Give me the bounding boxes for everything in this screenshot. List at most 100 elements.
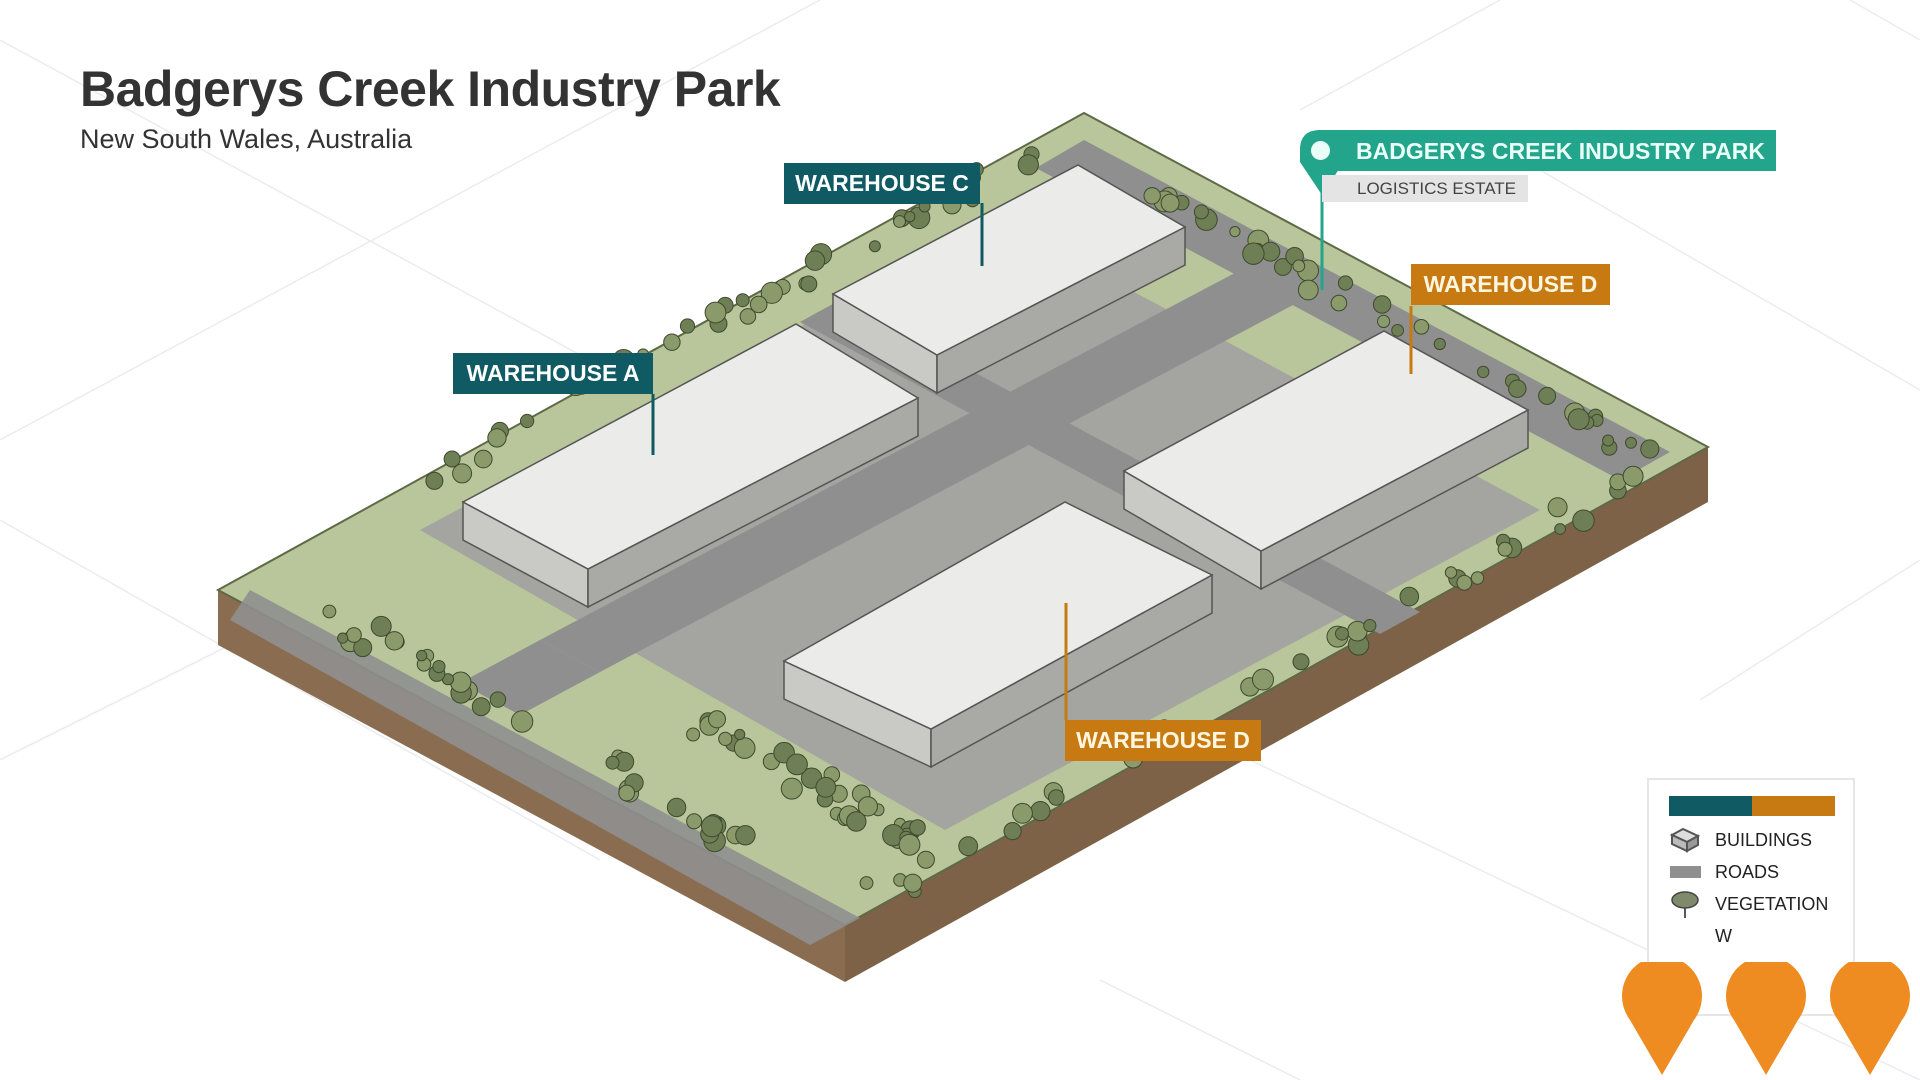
tree (804, 250, 826, 271)
tree (739, 308, 757, 325)
tree (322, 604, 337, 619)
tree (857, 796, 879, 817)
building-face (831, 164, 1187, 356)
water-icon (1669, 922, 1701, 950)
tree (815, 776, 837, 798)
tree (450, 671, 472, 693)
tree (1143, 187, 1161, 205)
legend-label: ROADS (1715, 861, 1780, 882)
tree (1433, 337, 1446, 351)
tree (800, 275, 818, 293)
tree (370, 615, 392, 637)
tree (1391, 324, 1404, 337)
location-marker-label[interactable]: BADGERYS CREEK INDUSTRY PARK (1300, 130, 1776, 171)
tree (1193, 204, 1209, 220)
tree (734, 728, 746, 741)
tree (489, 691, 507, 708)
tree (1003, 822, 1022, 841)
building-icon (1669, 827, 1701, 853)
tree (1413, 319, 1430, 335)
tree (1547, 497, 1568, 518)
tree (520, 413, 535, 429)
tree (718, 731, 733, 747)
building-face (461, 323, 920, 570)
legend-label: VEGETATION (1715, 893, 1829, 914)
warehouse-building (1122, 330, 1530, 591)
tree (760, 281, 783, 304)
tree (1508, 379, 1527, 398)
tree (487, 428, 507, 448)
tree (346, 627, 362, 643)
tree (666, 797, 687, 818)
tree (1399, 586, 1420, 607)
tree (1372, 295, 1392, 314)
tree (1497, 541, 1513, 557)
tree (749, 295, 768, 314)
tree (416, 649, 428, 662)
tree (846, 811, 867, 832)
label-warehouse-d-south[interactable]: WAREHOUSE D (1065, 720, 1261, 761)
legend-label: BUILDINGS (1715, 829, 1813, 850)
legend-color-bar (1669, 796, 1835, 816)
legend-item-roads: ROADS (1669, 858, 1779, 886)
tree (735, 293, 750, 308)
warehouse-building (782, 501, 1214, 769)
tree (510, 710, 534, 733)
tree (1335, 626, 1349, 641)
tree (471, 697, 491, 717)
vegetation (322, 146, 1660, 899)
tree (898, 833, 921, 856)
tree (1625, 436, 1637, 449)
tree (1030, 801, 1051, 822)
tree (958, 836, 979, 857)
tree (733, 737, 756, 759)
tree (904, 211, 916, 223)
tree (1470, 571, 1485, 585)
tree (704, 301, 727, 324)
tree (618, 784, 636, 802)
tree (1160, 193, 1180, 213)
tree (735, 825, 756, 846)
tree (384, 631, 405, 651)
warehouse-building (831, 164, 1187, 395)
tree (1602, 434, 1615, 447)
tree (443, 450, 461, 468)
tree (1444, 566, 1458, 579)
tree (1377, 314, 1391, 328)
tree (1274, 258, 1292, 276)
tree (679, 318, 696, 334)
tree (432, 660, 446, 674)
legend-label: W (1715, 925, 1732, 946)
tree (780, 777, 803, 800)
tree (916, 850, 935, 869)
tree (1297, 279, 1319, 301)
map-pin-icon[interactable] (1622, 962, 1702, 1077)
label-warehouse-d-east[interactable]: WAREHOUSE D (1411, 264, 1610, 305)
label-warehouse-a[interactable]: WAREHOUSE A (453, 353, 653, 394)
tree (1292, 259, 1306, 273)
legend-swatch-teal (1669, 796, 1752, 816)
tree (903, 873, 923, 893)
warehouse-buildings (461, 164, 1530, 769)
legend-item-vegetation: VEGETATION (1669, 890, 1828, 918)
tree (708, 710, 726, 729)
legend-swatch-orange (1752, 796, 1835, 816)
page-subtitle: New South Wales, Australia (80, 124, 413, 154)
tree (893, 215, 906, 228)
tree (686, 813, 703, 830)
tree (1554, 523, 1566, 535)
tree (1567, 408, 1590, 431)
map-pin-icon[interactable] (1726, 962, 1806, 1077)
label-warehouse-c[interactable]: WAREHOUSE C (784, 163, 980, 204)
road-icon (1670, 866, 1701, 878)
tree (1456, 574, 1473, 591)
tree (686, 727, 701, 742)
tree (1337, 275, 1354, 291)
tree (452, 463, 473, 484)
legend-item-buildings: BUILDINGS (1669, 826, 1812, 854)
legend-item-water: W (1669, 922, 1732, 950)
map-pin-icon[interactable] (1830, 962, 1910, 1077)
tree (1477, 365, 1490, 379)
tree (868, 240, 881, 253)
